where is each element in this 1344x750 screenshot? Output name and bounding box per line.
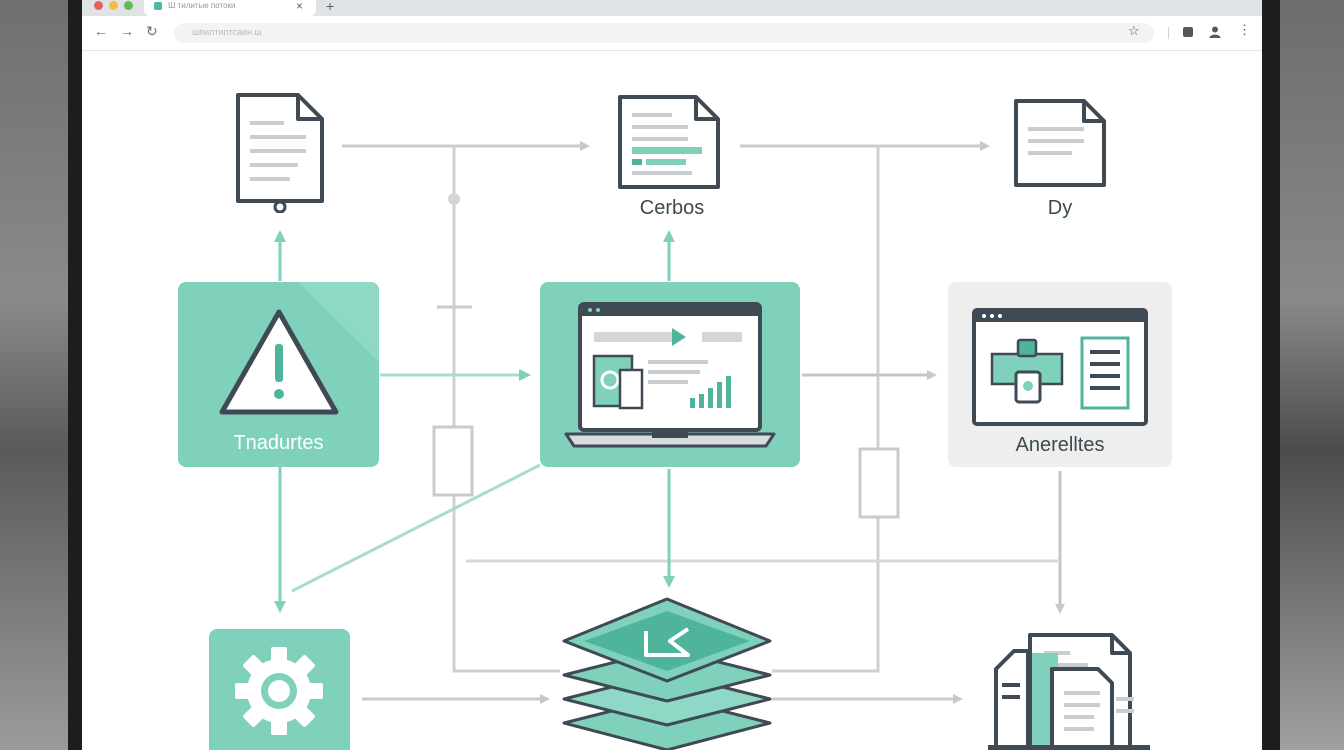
address-text: шпилтиптсаин.ш [192, 27, 262, 37]
connector-layer [274, 141, 1065, 704]
document-chart-icon[interactable] [616, 93, 722, 191]
warning-icon [219, 309, 339, 415]
close-window-dot[interactable] [94, 1, 103, 10]
browser-window-icon [972, 308, 1148, 426]
tab-close-icon[interactable]: × [296, 0, 304, 13]
menu-icon[interactable]: ⋮ [1238, 22, 1251, 37]
reload-icon[interactable]: ↻ [146, 23, 158, 39]
settings-card[interactable] [209, 629, 350, 750]
connector-lines [274, 141, 1065, 704]
tab-title: Ш тилитые потоки [168, 1, 236, 10]
label-tnadurtes: Tnadurtes [233, 432, 324, 454]
bookmark-star-icon[interactable]: ☆ [1128, 23, 1140, 38]
warning-card-shade [298, 282, 379, 362]
layers-icon[interactable] [560, 593, 774, 750]
connector-block-right [858, 447, 900, 519]
document-icon[interactable] [1012, 97, 1108, 189]
back-icon[interactable]: ← [94, 23, 108, 39]
extension-icon[interactable] [1183, 27, 1193, 37]
address-bar[interactable]: шпилтиптсаин.ш [174, 23, 1154, 43]
laptop-card[interactable] [540, 282, 800, 467]
documents-stack-icon[interactable] [988, 629, 1150, 750]
browser-window-card[interactable]: Anerelltes [948, 282, 1172, 467]
profile-icon[interactable] [1208, 25, 1222, 39]
toolbar-divider [1168, 27, 1169, 39]
forward-icon[interactable]: → [120, 23, 134, 39]
favicon-icon [154, 2, 162, 10]
maximize-window-dot[interactable] [124, 1, 133, 10]
gear-icon [235, 647, 323, 735]
room-background-right [1272, 0, 1344, 750]
warning-card[interactable]: Tnadurtes [178, 282, 379, 467]
minimize-window-dot[interactable] [109, 1, 118, 10]
connector-block-left [432, 425, 474, 497]
junction-dot [448, 193, 460, 205]
browser-window: Ш тилитые потоки × + ← → ↻ шпилтиптсаин.… [82, 0, 1262, 750]
label-cerbos: Cerbos [639, 197, 705, 219]
label-dy: Dy [1047, 197, 1073, 219]
tab-bar: Ш тилитые потоки × + [82, 0, 1262, 16]
browser-toolbar: ← → ↻ шпилтиптсаин.ш ☆ ⋮ [82, 16, 1262, 51]
laptop-icon [564, 302, 776, 448]
browser-tab[interactable]: Ш тилитые потоки × [144, 0, 316, 16]
document-icon[interactable] [232, 91, 328, 213]
diagram-canvas: Cerbos Dy Tnadurtes [82, 51, 1262, 750]
label-anerelltes: Anerelltes [1015, 434, 1105, 456]
room-background-left [0, 0, 70, 750]
new-tab-icon[interactable]: + [326, 0, 335, 14]
